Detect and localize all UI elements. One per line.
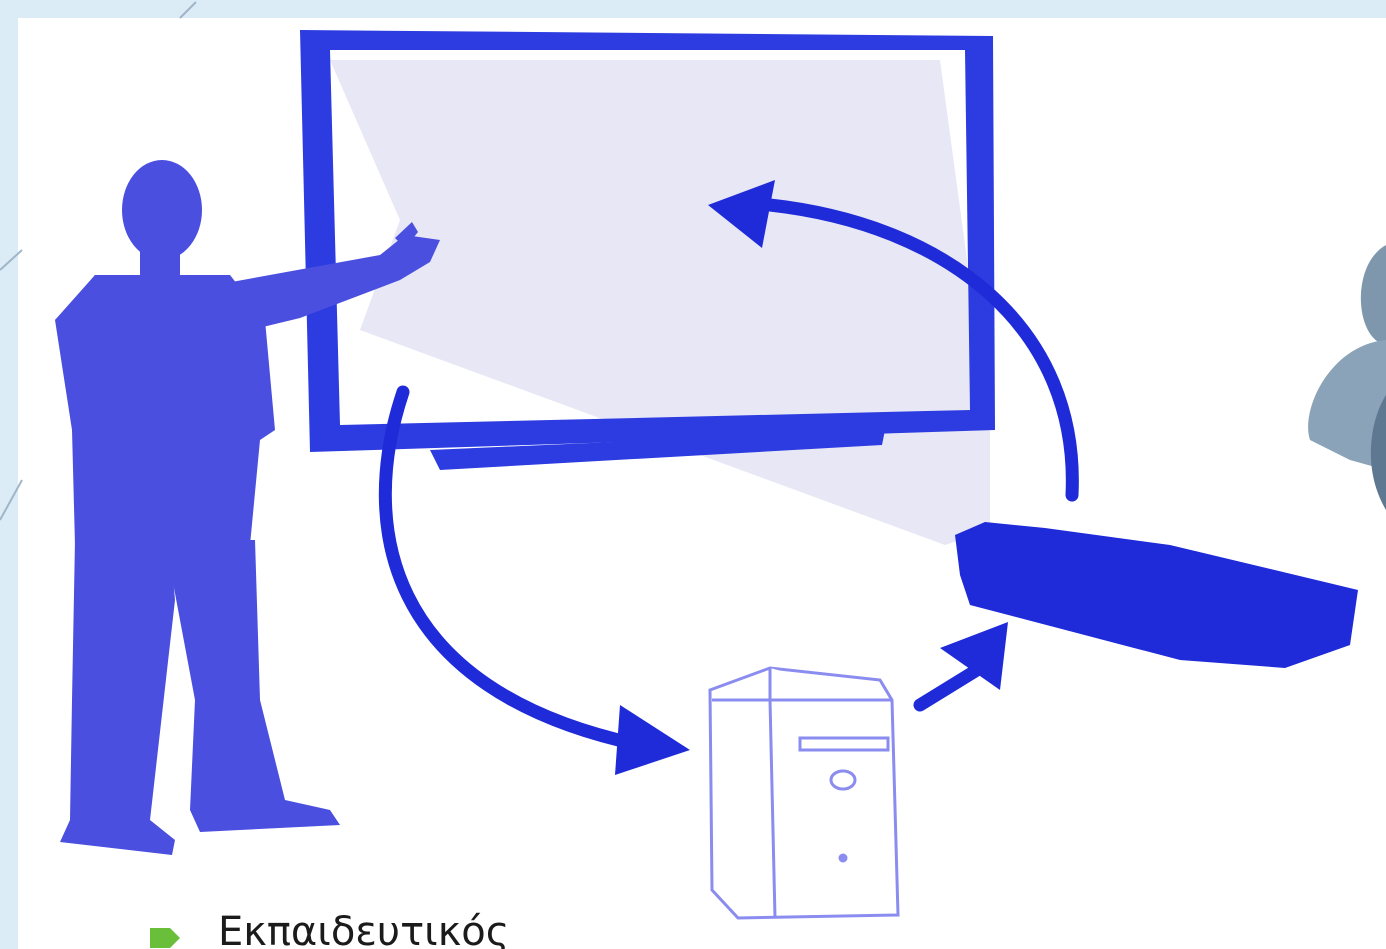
board-to-computer-arrow-icon xyxy=(378,385,690,775)
projection-beam xyxy=(330,60,990,545)
teacher-caption: Εκπαιδευτικός xyxy=(218,909,510,949)
projector-icon xyxy=(955,522,1358,668)
decorative-line-icon xyxy=(179,1,197,19)
computer-tower-icon xyxy=(708,666,900,920)
interactive-whiteboard-icon xyxy=(300,30,995,470)
teacher-silhouette-icon xyxy=(55,160,440,855)
left-frame-strip xyxy=(0,0,18,949)
computer-to-projector-arrow-icon xyxy=(913,622,1008,712)
bullet-arrow-icon xyxy=(150,928,180,948)
side-figure-icon xyxy=(1308,245,1386,510)
top-frame-strip xyxy=(0,0,1386,18)
projector-to-board-arrow-icon xyxy=(708,180,1079,502)
decorative-line-icon xyxy=(0,249,23,271)
decorative-line-icon xyxy=(0,479,23,521)
